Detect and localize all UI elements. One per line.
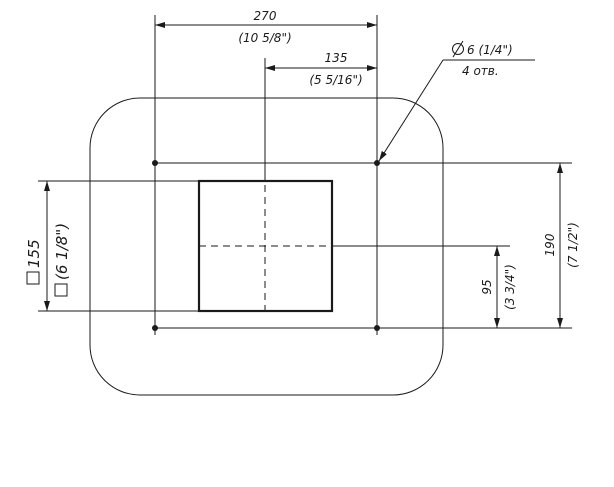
dim-190-imperial: (7 1/2"): [566, 222, 580, 268]
hole-count: 4 отв.: [462, 64, 499, 78]
dim-270-value: 270: [254, 9, 277, 23]
dim-135-value: 135: [325, 51, 348, 65]
hole: [374, 160, 380, 166]
hole: [152, 160, 158, 166]
diameter-icon: [452, 40, 464, 58]
dim-95-value: 95: [480, 279, 494, 294]
dim-155-imperial: (6 1/8"): [53, 223, 71, 280]
leader-line: [378, 59, 444, 162]
extension-lines: [38, 15, 572, 335]
dim-135-imperial: (5 5/16"): [309, 73, 362, 87]
dim-155-value: 155: [25, 239, 43, 268]
hole: [374, 325, 380, 331]
dim-95-imperial: (3 3/4"): [503, 264, 517, 310]
square-symbol: [54, 283, 68, 297]
dim-270-imperial: (10 5/8"): [238, 31, 291, 45]
hole-diameter: 6 (1/4"): [467, 43, 513, 57]
mounting-holes: [152, 160, 380, 331]
dim-190-value: 190: [543, 233, 557, 256]
square-symbol: [26, 271, 40, 285]
hole: [152, 325, 158, 331]
